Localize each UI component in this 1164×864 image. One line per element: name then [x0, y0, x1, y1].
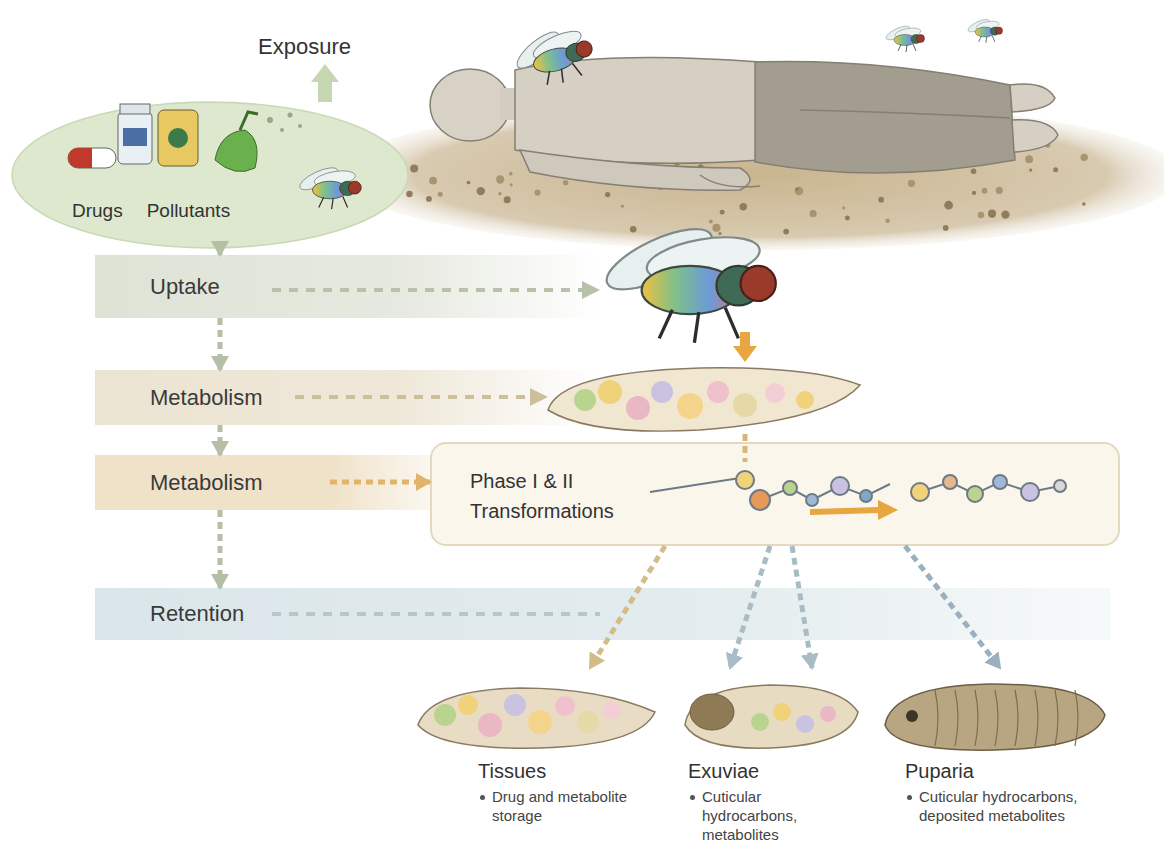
arrowhead: [878, 500, 898, 520]
stage-label: Retention: [150, 601, 244, 627]
flow-arrow: [730, 546, 770, 668]
fly: [506, 18, 598, 94]
puparium: [885, 684, 1105, 750]
item-description: Cuticular hydrocarbons, deposited metabo…: [919, 787, 1104, 825]
dashed-arrow: [272, 288, 585, 292]
arrowhead: [582, 281, 600, 299]
item-heading: Puparia: [905, 760, 1120, 783]
bullet-dot: [690, 795, 695, 800]
fly-large: [599, 217, 776, 343]
fly: [884, 23, 924, 52]
product-item: TissuesDrug and metabolite storage: [410, 668, 660, 858]
drug-items: [68, 104, 302, 172]
exposure-label: Exposure: [258, 34, 351, 60]
orange-arrow: [740, 332, 750, 348]
item-description: Drug and metabolite storage: [492, 787, 632, 825]
flow-arrow: [218, 250, 223, 255]
gut-illustration: [548, 368, 860, 431]
flow-arrow: [792, 546, 812, 668]
item-heading: Tissues: [478, 760, 660, 783]
band-extension: [330, 455, 440, 510]
body-figure: [430, 58, 1058, 191]
fly: [966, 17, 1002, 43]
flow-arrow: [905, 546, 1000, 668]
exuviae-shell: [685, 685, 858, 748]
bullet-dot: [480, 795, 485, 800]
flow-arrow: [590, 546, 665, 668]
flow-arrow: [218, 510, 223, 588]
molecule-chain: [650, 471, 1066, 510]
product-item: PupariaCuticular hydrocarbons, deposited…: [880, 668, 1120, 858]
bullet-row: Drug and metabolite storage: [478, 787, 660, 825]
bullet-row: Cuticular hydrocarbons, metabolites: [688, 787, 870, 844]
flow-arrow: [218, 318, 223, 370]
fly: [297, 163, 361, 209]
bullet-dot: [907, 795, 912, 800]
flow-arrow: [218, 425, 223, 455]
stage-label: Metabolism: [150, 385, 262, 411]
dashed-line: [272, 612, 600, 616]
arrowhead: [530, 388, 548, 406]
arrowhead: [733, 346, 757, 362]
orange-arrow: [810, 510, 880, 512]
stage-label: Uptake: [150, 274, 220, 300]
exposure-arrowhead: [311, 64, 339, 82]
source-label: Drugs: [72, 200, 123, 250]
stage-label: Metabolism: [150, 470, 262, 496]
exposure-arrow: [318, 80, 332, 102]
dashed-arrow: [295, 395, 532, 399]
dashed-connector: [743, 434, 748, 462]
item-description: Cuticular hydrocarbons, metabolites: [702, 787, 827, 844]
product-item: ExuviaeCuticular hydrocarbons, metabolit…: [670, 668, 870, 858]
stage-band: Uptake: [95, 255, 600, 318]
item-heading: Exuviae: [688, 760, 870, 783]
tissue-larva: [418, 688, 655, 748]
box-label: Phase I & II Transformations: [470, 466, 650, 526]
stage-band: Metabolism: [95, 455, 330, 510]
flow-arrow: [330, 480, 430, 485]
bullet-row: Cuticular hydrocarbons, deposited metabo…: [905, 787, 1120, 825]
source-label: Pollutants: [147, 200, 230, 250]
